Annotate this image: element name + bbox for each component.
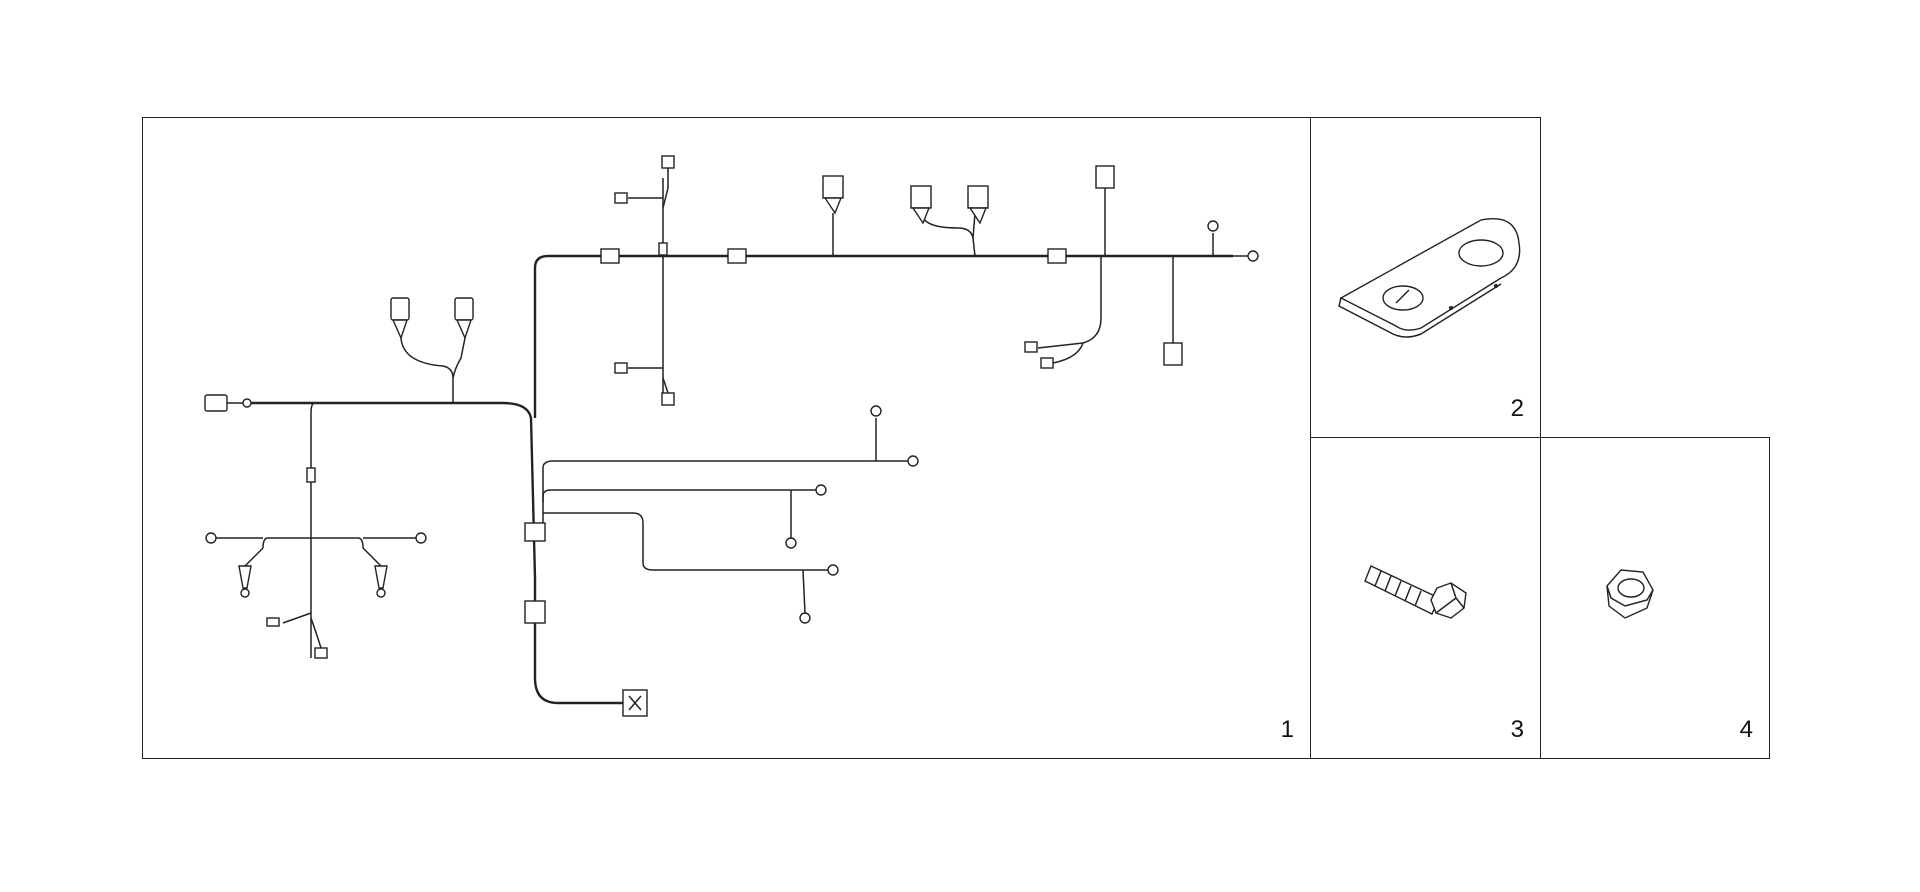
bracket-hole-small (1382, 285, 1424, 311)
connector-bottom (622, 689, 648, 717)
part-number-2: 2 (1510, 395, 1524, 422)
part-number-1: 1 (1280, 716, 1294, 743)
bracket-plate (1339, 218, 1521, 331)
bracket-hole-large (1458, 239, 1504, 267)
part-number-4: 4 (1739, 716, 1753, 743)
connector-left (204, 394, 228, 412)
part-panel-3: 3 (1310, 437, 1541, 759)
wiring-harness-drawing (204, 155, 1259, 717)
part-panel-4: 4 (1540, 437, 1770, 759)
part-number-3: 3 (1510, 716, 1524, 743)
mounting-bracket-drawing (1338, 218, 1521, 338)
part-panel-1: 1 (142, 117, 1311, 759)
bolt-shank (1364, 565, 1440, 615)
hex-nut-drawing (1606, 569, 1654, 619)
bolt-drawing (1364, 565, 1467, 619)
part-panel-2: 2 (1310, 117, 1541, 438)
